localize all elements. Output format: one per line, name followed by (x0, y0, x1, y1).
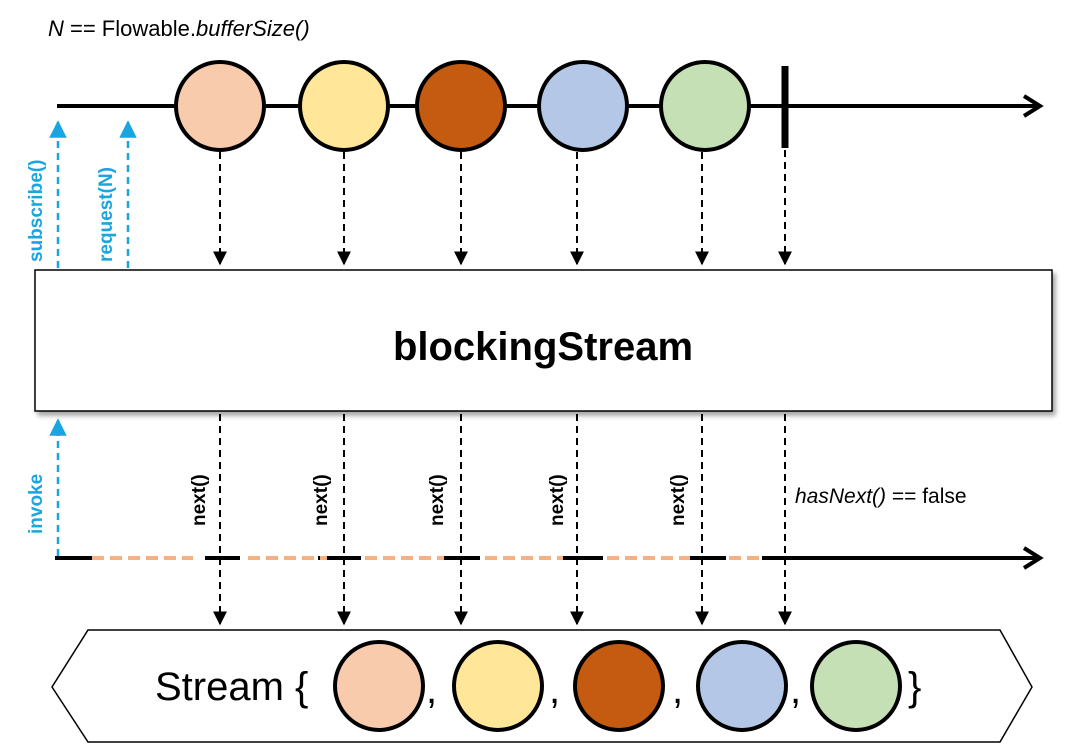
source-item-3-circle (415, 60, 507, 152)
next-arrows: next() next() next() next() next() (189, 414, 792, 626)
source-item-4-circle (537, 60, 629, 152)
operator-box: blockingStream (34, 269, 1053, 412)
consumer-timeline (55, 546, 1044, 570)
source-items (174, 60, 751, 152)
consumer-timeline-arrowhead (1022, 546, 1044, 570)
has-next-label: hasNext() == false (795, 485, 967, 508)
header-formula: N == Flowable.bufferSize() (48, 16, 310, 41)
operator-box-rect (34, 269, 1053, 412)
has-next-rest: == false (886, 485, 967, 508)
stream-items (333, 640, 902, 732)
header-n: N (48, 16, 64, 41)
stream-item-2-circle (452, 640, 544, 732)
next-label-3: next() (427, 474, 448, 526)
source-item-2-circle (298, 60, 390, 152)
invoke-label: invoke (26, 474, 47, 534)
stream-separator-2: , (549, 668, 560, 712)
emission-arrows (213, 150, 792, 266)
source-timeline-arrowhead (1022, 94, 1044, 118)
source-item-5-circle (659, 60, 751, 152)
stream-prefix: Stream { (155, 665, 308, 709)
stream-separators: ,,,, (426, 668, 801, 712)
header-equals: == Flowable. (64, 16, 196, 41)
request-label: request(N) (96, 167, 117, 262)
stream-suffix: } (908, 665, 921, 709)
stream-separator-3: , (672, 668, 683, 712)
stream-item-4-circle (696, 640, 788, 732)
result-stream: Stream { ,,,, } (51, 629, 1033, 743)
stream-separator-4: , (790, 668, 801, 712)
stream-item-3-circle (573, 640, 665, 732)
source-item-1-circle (174, 60, 266, 152)
next-label-2: next() (311, 474, 332, 526)
has-next-call: hasNext() (795, 485, 886, 508)
next-label-4: next() (547, 474, 568, 526)
next-label-5: next() (668, 474, 689, 526)
operator-name: blockingStream (393, 325, 693, 369)
upstream-signals: subscribe() request(N) (26, 120, 137, 268)
subscribe-label: subscribe() (26, 160, 47, 262)
stream-item-1-circle (333, 640, 425, 732)
stream-item-5-circle (810, 640, 902, 732)
stream-separator-1: , (426, 668, 437, 712)
next-label-1: next() (189, 474, 210, 526)
invoke-signal: invoke (26, 418, 67, 556)
header-method: bufferSize() (196, 16, 310, 41)
